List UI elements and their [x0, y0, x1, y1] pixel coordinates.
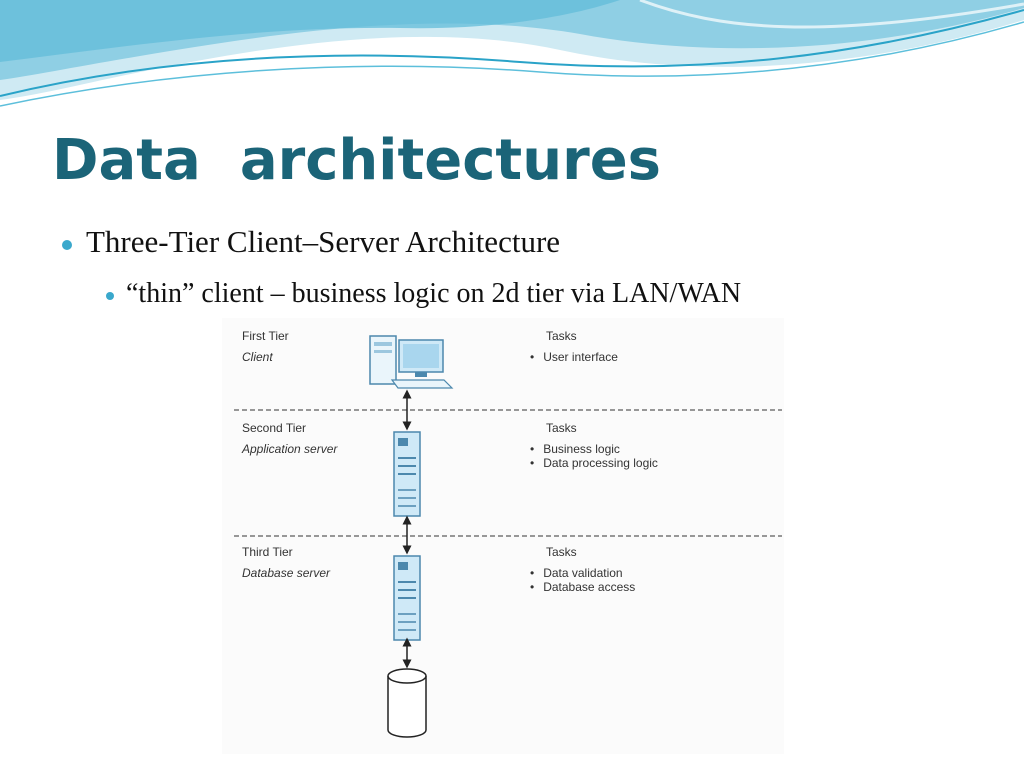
tier-role: Client — [242, 350, 273, 364]
task-list: Data validation Database access — [530, 566, 635, 594]
diagram-graphics — [234, 335, 782, 738]
database-cylinder-icon — [387, 668, 427, 738]
bullet-dot-icon — [62, 239, 72, 250]
tier-name: Second Tier — [242, 421, 307, 435]
bullet-text: “thin” client – business logic on 2d tie… — [126, 278, 742, 309]
tier-name: First Tier — [242, 329, 289, 343]
database-server-icon — [393, 555, 421, 641]
three-tier-diagram: First Tier Client Tasks User interface S… — [222, 318, 784, 754]
task-list: Business logic Data processing logic — [530, 442, 658, 470]
tier-name: Third Tier — [242, 545, 293, 559]
task-item: Data processing logic — [530, 456, 658, 470]
header-wave-decoration — [0, 0, 1024, 107]
task-item: User interface — [530, 350, 618, 364]
application-server-icon — [393, 431, 421, 517]
task-list: User interface — [530, 350, 618, 364]
tier-role: Application server — [242, 442, 338, 456]
task-item: Business logic — [530, 442, 658, 456]
desktop-computer-icon — [369, 335, 454, 389]
bullet-level-2: “thin” client – business logic on 2d tie… — [106, 278, 741, 310]
tasks-heading: Tasks — [546, 545, 577, 559]
task-item: Data validation — [530, 566, 635, 580]
tasks-heading: Tasks — [546, 329, 577, 343]
slide-title: Data architectures — [52, 128, 661, 193]
bullet-level-1: Three-Tier Client–Server Architecture — [62, 224, 560, 260]
bullet-dot-icon — [106, 291, 114, 300]
bullet-text: Three-Tier Client–Server Architecture — [86, 224, 561, 259]
tier-role: Database server — [242, 566, 331, 580]
tasks-heading: Tasks — [546, 421, 577, 435]
task-item: Database access — [530, 580, 635, 594]
